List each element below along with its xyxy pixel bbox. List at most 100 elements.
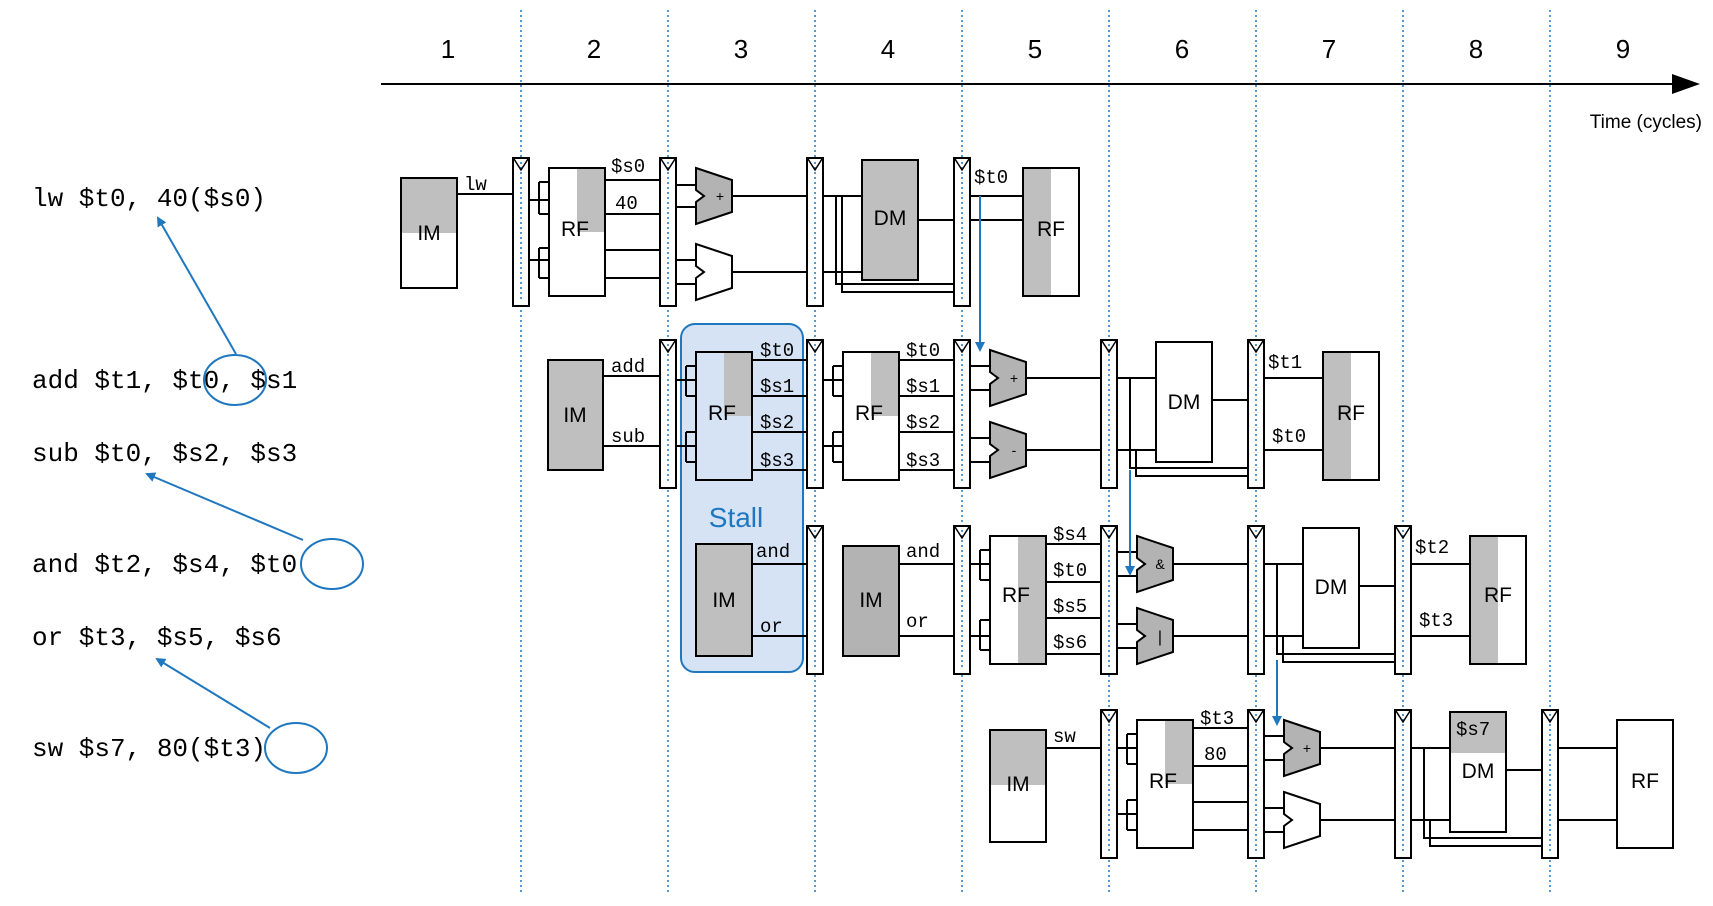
alu-op: + <box>1303 740 1311 756</box>
im-label: IM <box>563 404 586 427</box>
bypass-wire <box>1129 378 1248 469</box>
clock-triangle <box>1395 526 1411 540</box>
rf-output-label: $s4 <box>1053 524 1087 546</box>
rf-output-label: $s2 <box>760 412 794 434</box>
clock-triangle <box>1101 526 1117 540</box>
cycle-label-4: 4 <box>881 34 895 64</box>
pipeline-row-and-or: IM and or IM and or RF <box>695 524 1527 675</box>
alu-shape <box>989 348 1027 408</box>
register-file-writeback <box>1616 719 1674 849</box>
pipeline-row-add-sub: IM add sub RF $t0 $s1 <box>547 339 1380 489</box>
dm-read-shading <box>863 161 917 279</box>
if-label: or <box>760 616 783 638</box>
clock-triangle <box>1542 710 1558 724</box>
rf-output-label: 40 <box>615 193 638 215</box>
dependency-circle <box>203 354 267 406</box>
alu-shape <box>695 166 733 226</box>
dm-write-shading <box>1451 713 1505 753</box>
im-read-shading <box>991 731 1045 785</box>
im-read-shading <box>697 545 751 655</box>
clock-triangle <box>1101 710 1117 724</box>
stall-label: Stall <box>709 502 763 533</box>
instruction-sw: sw $s7, 80($t3) <box>32 734 266 764</box>
alu-op: | <box>1158 629 1162 646</box>
alu-op: & <box>1155 556 1165 572</box>
alu-op: - <box>1012 442 1017 458</box>
rf-output-label: $s0 <box>611 156 645 178</box>
rf-label: RF <box>1037 218 1065 241</box>
alu-shape <box>695 242 733 302</box>
cycle-label-3: 3 <box>734 34 748 64</box>
dependency-arrow <box>157 216 237 355</box>
rf-output-label: $s1 <box>760 376 794 398</box>
alu-shape <box>989 420 1027 480</box>
alu-op: + <box>1010 370 1018 386</box>
clock-triangle <box>807 526 823 540</box>
cycle-label-7: 7 <box>1322 34 1336 64</box>
time-axis-arrowhead <box>1672 74 1700 94</box>
clock-triangle <box>660 340 676 354</box>
clock-triangle <box>954 526 970 540</box>
bypass-wire <box>1135 450 1248 477</box>
rf-label: RF <box>1002 584 1030 607</box>
instruction-memory <box>547 359 604 471</box>
rf-read-shading <box>871 353 898 416</box>
instruction-sub: sub $t0, $s2, $s3 <box>32 439 297 469</box>
instruction-lw: lw $t0, 40($s0) <box>32 184 266 214</box>
clock-triangle <box>954 158 970 172</box>
alu-shape <box>1136 534 1174 594</box>
im-label: IM <box>859 589 882 612</box>
if-label: and <box>756 541 790 563</box>
data-memory <box>1302 527 1360 649</box>
rf-label: RF <box>1631 770 1659 793</box>
pipeline-row-sw: IM sw RF $t3 80 + <box>989 708 1674 859</box>
im-label: IM <box>417 222 440 245</box>
rf-output-label: $s5 <box>1053 596 1087 618</box>
rf-output-label: $s3 <box>760 450 794 472</box>
instruction-and: and $t2, $s4, $t0 <box>32 550 297 580</box>
dependency-circle <box>300 538 364 590</box>
alu-shape <box>1136 606 1174 666</box>
rf-output-label: $t3 <box>1200 708 1234 730</box>
clock-triangle <box>513 158 529 172</box>
alu-op: + <box>716 188 724 204</box>
writeback-label: $t0 <box>974 167 1008 189</box>
writeback-label: $t0 <box>1272 426 1306 448</box>
bypass-wire <box>835 196 954 285</box>
clock-triangle <box>1248 340 1264 354</box>
dependency-circle <box>264 722 328 774</box>
if-label: lw <box>464 174 487 196</box>
dm-label: DM <box>1462 760 1495 783</box>
cycle-label-5: 5 <box>1028 34 1042 64</box>
rf-label: RF <box>1484 584 1512 607</box>
alu-shape <box>1283 718 1321 778</box>
dependency-arrow <box>155 657 271 729</box>
clock-triangle <box>1248 710 1264 724</box>
cycle-label-9: 9 <box>1616 34 1630 64</box>
rf-output-label: $t0 <box>906 340 940 362</box>
dm-input-label: $s7 <box>1456 719 1490 741</box>
rf-read-shading <box>724 353 751 416</box>
im-label: IM <box>1006 773 1029 796</box>
rf-label: RF <box>561 218 589 241</box>
rf-output-label: $t0 <box>760 340 794 362</box>
rf-read-shading <box>1018 537 1045 663</box>
instruction-or: or $t3, $s5, $s6 <box>32 623 282 653</box>
if-label: sub <box>611 426 645 448</box>
cycle-label-8: 8 <box>1469 34 1483 64</box>
time-axis-label: Time (cycles) <box>1590 112 1702 133</box>
bypass-wire <box>1282 636 1395 663</box>
rf-read-shading <box>577 169 604 232</box>
cycle-label-6: 6 <box>1175 34 1189 64</box>
im-read-shading <box>402 179 456 233</box>
rf-output-label: $t0 <box>1053 560 1087 582</box>
rf-label: RF <box>1337 402 1365 425</box>
pipeline-row-lw: IM lw RF $s0 40 + <box>400 156 1080 307</box>
cycle-label-1: 1 <box>441 34 455 64</box>
rf-output-label: $s3 <box>906 450 940 472</box>
if-label: and <box>906 541 940 563</box>
dm-label: DM <box>1315 576 1348 599</box>
rf-label: RF <box>708 402 736 425</box>
instruction-add: add $t1, $t0, $s1 <box>32 366 297 396</box>
